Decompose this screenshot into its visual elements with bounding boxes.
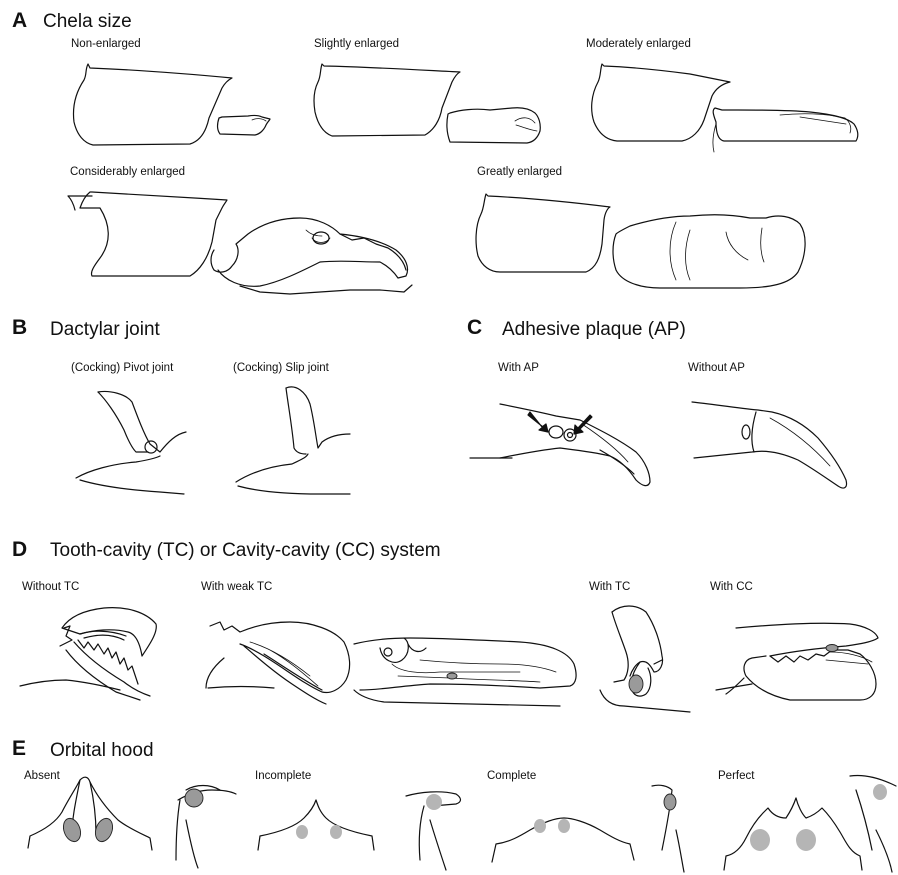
pivot-joint-drawing (76, 391, 186, 494)
adhesive-plaque-with-ap-drawing (470, 404, 650, 486)
chela-slightly-enlarged-drawing (314, 64, 540, 143)
tooth-cavity-with-weak-tc-drawing (206, 622, 350, 704)
chela-moderately-enlarged-drawing (592, 64, 858, 152)
chela-considerably-enlarged-drawing (68, 192, 412, 294)
orbital-hood-incomplete-drawing (258, 792, 461, 870)
slip-joint-drawing (236, 387, 350, 494)
adhesive-plaque-without-ap-drawing (692, 402, 847, 488)
tooth-cavity-with-tc-drawing (600, 606, 690, 712)
tooth-cavity-with-weak-tc-close-drawing (354, 638, 576, 706)
chela-greatly-enlarged-drawing (476, 194, 805, 288)
chela-non-enlarged-drawing (73, 64, 270, 145)
orbital-hood-complete-drawing (492, 785, 684, 872)
orbital-hood-perfect-drawing (724, 775, 896, 872)
cavity-cavity-with-cc-drawing (716, 623, 878, 700)
orbital-hood-absent-drawing (28, 777, 236, 868)
tooth-cavity-without-tc-drawing (20, 608, 156, 700)
